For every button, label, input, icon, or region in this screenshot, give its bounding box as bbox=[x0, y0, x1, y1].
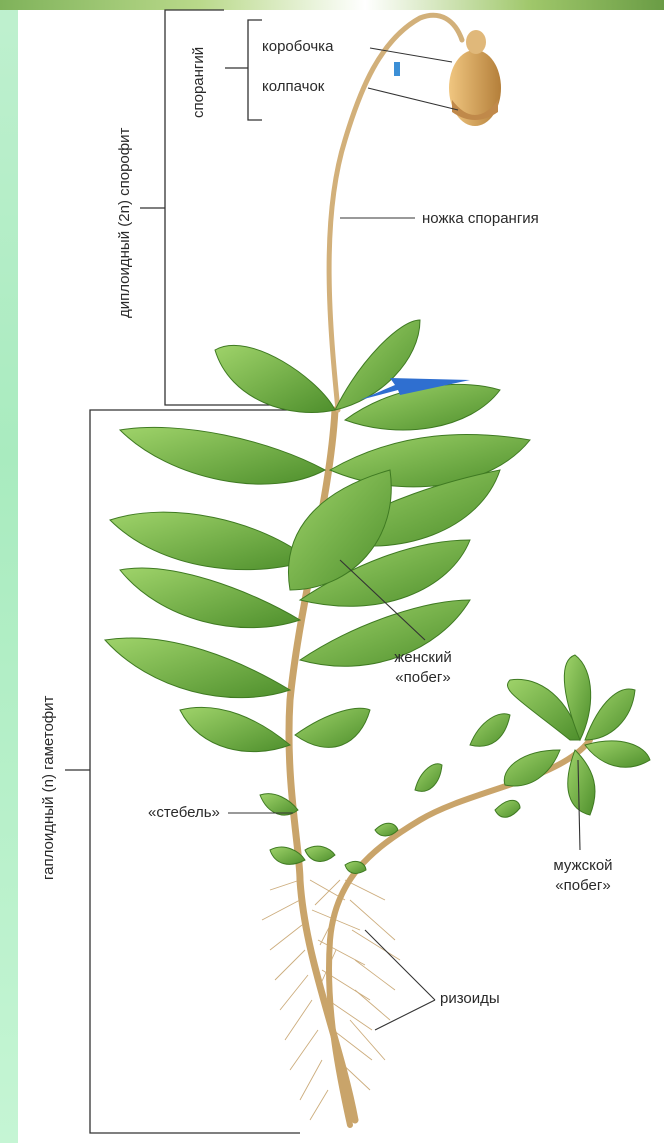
calyptra-mark bbox=[394, 62, 400, 76]
capsule-drawing bbox=[449, 30, 501, 126]
label-calyptra: колпачок bbox=[262, 78, 324, 96]
label-stem: «стебель» bbox=[148, 804, 220, 822]
label-rhizoids: ризоиды bbox=[440, 990, 500, 1008]
calyptra-leader bbox=[368, 88, 458, 110]
female-shoot-leaves bbox=[105, 320, 530, 864]
label-male-shoot: мужской «побег» bbox=[536, 856, 630, 896]
label-seta: ножка спорангия bbox=[422, 210, 539, 228]
label-sporophyte: диплоидный (2n) спорофит bbox=[116, 128, 134, 318]
rhizoid-leader-1 bbox=[365, 930, 435, 1000]
label-female-shoot: женский «побег» bbox=[378, 648, 468, 688]
sporangium-bracket bbox=[248, 20, 262, 120]
label-gametophyte: гаплоидный (n) гаметофит bbox=[40, 696, 58, 880]
bracket-lines bbox=[65, 10, 320, 1133]
label-capsule: коробочка bbox=[262, 38, 333, 56]
label-sporangium: спорангий bbox=[190, 47, 208, 118]
